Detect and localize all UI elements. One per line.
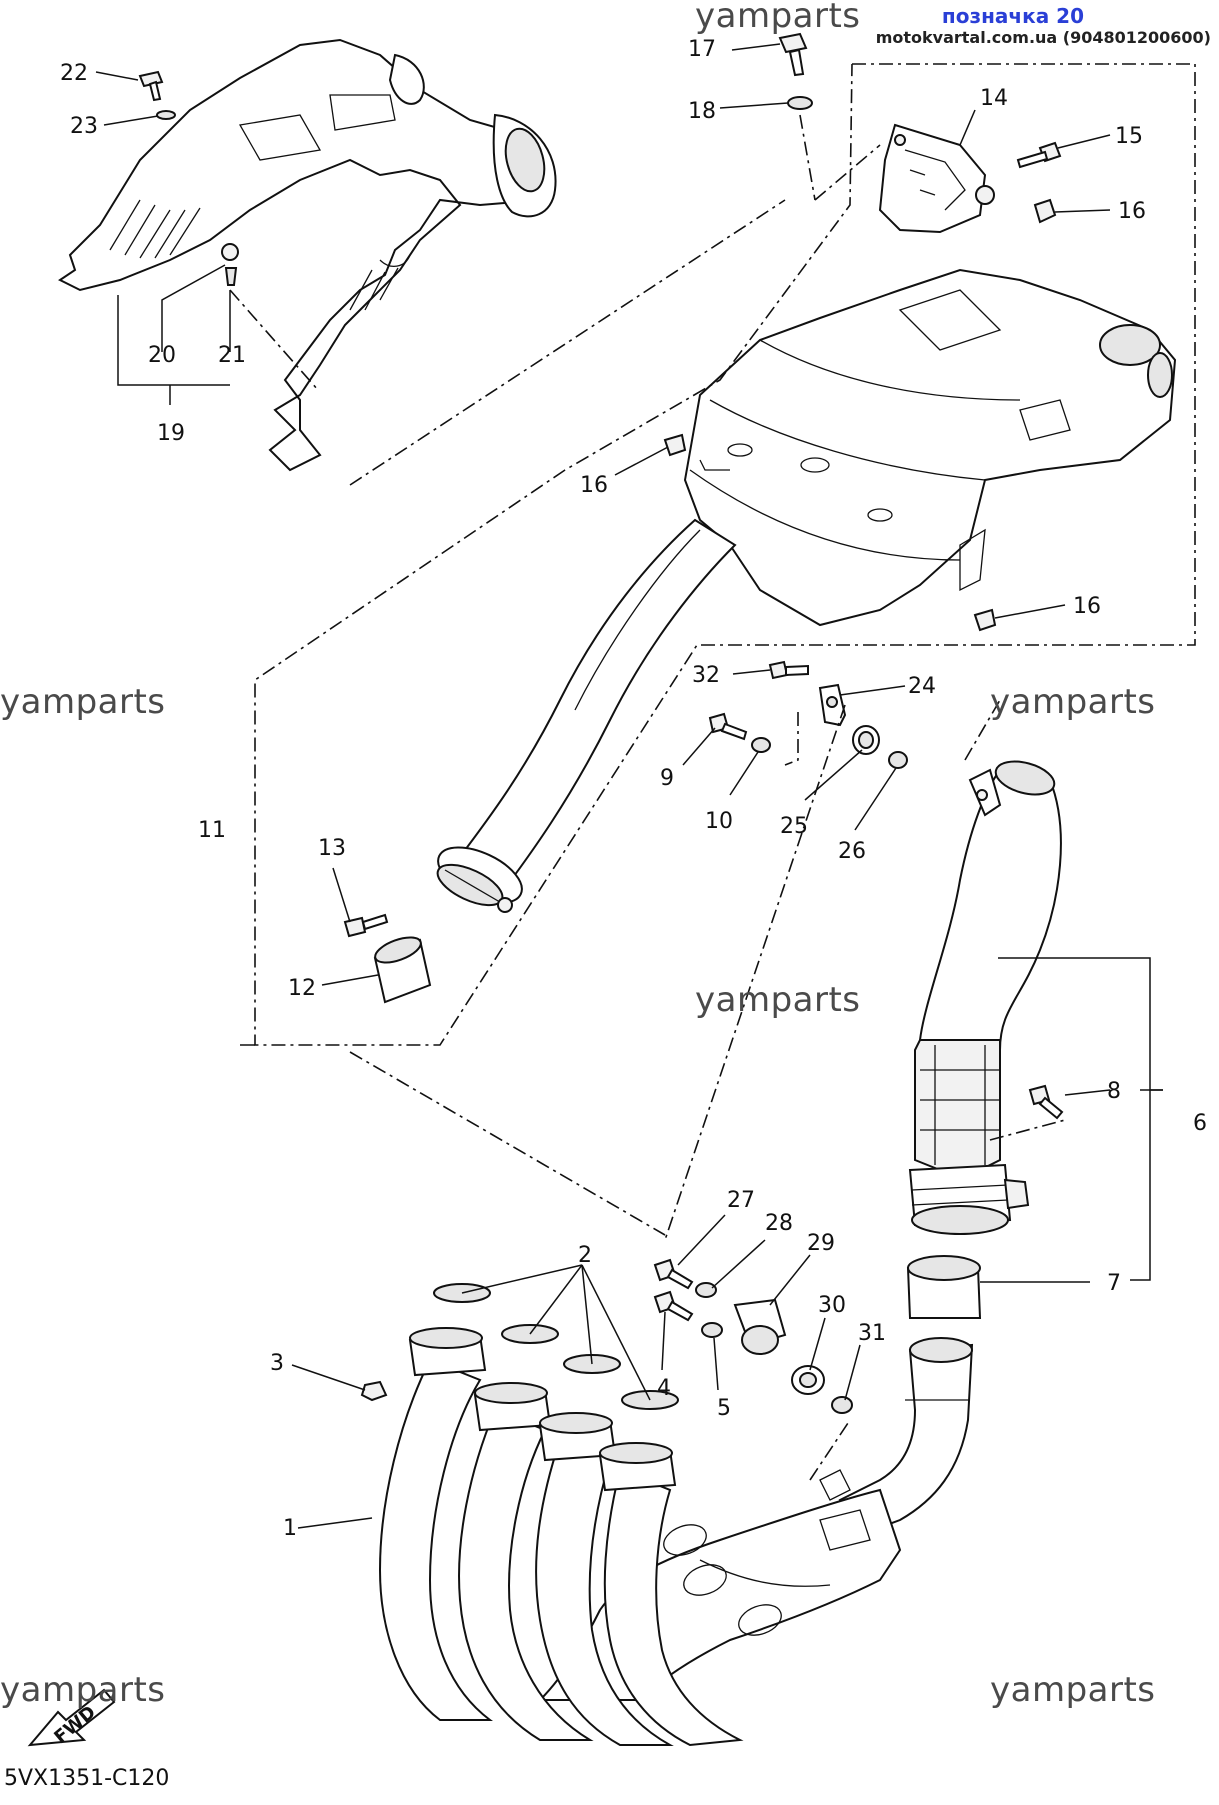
callout-8: 8 bbox=[1107, 1079, 1121, 1104]
callout-4: 4 bbox=[657, 1376, 671, 1401]
callout-5: 5 bbox=[717, 1396, 731, 1421]
callout-9: 9 bbox=[660, 766, 674, 791]
diagram-code: 5VX1351-C120 bbox=[4, 1766, 170, 1791]
callout-6: 6 bbox=[1193, 1111, 1207, 1136]
callout-3: 3 bbox=[270, 1351, 284, 1376]
callout-19: 19 bbox=[157, 421, 185, 446]
leader-lines bbox=[95, 43, 1163, 1529]
callout-16-bot: 16 bbox=[1073, 594, 1101, 619]
watermark-center: yamparts bbox=[695, 980, 861, 1020]
nut-3 bbox=[360, 1380, 388, 1402]
muffler-11 bbox=[436, 268, 1177, 913]
watermark-bottom-left: yamparts bbox=[0, 1670, 166, 1710]
callout-15: 15 bbox=[1115, 124, 1143, 149]
washer-18 bbox=[787, 96, 813, 110]
callout-22: 22 bbox=[60, 61, 88, 86]
exhaust-pipe-6 bbox=[908, 760, 1062, 1235]
collar-31 bbox=[831, 1396, 853, 1414]
callout-29: 29 bbox=[807, 1231, 835, 1256]
callout-12: 12 bbox=[288, 976, 316, 1001]
callout-18: 18 bbox=[688, 99, 716, 124]
bolt-15 bbox=[1016, 141, 1062, 169]
watermark-right: yamparts bbox=[990, 682, 1156, 722]
washer-5 bbox=[701, 1322, 723, 1338]
header-badge: позначка 20 bbox=[941, 4, 1084, 28]
bolt-13 bbox=[343, 913, 389, 938]
callout-27: 27 bbox=[727, 1188, 755, 1213]
bolt-9 bbox=[708, 712, 748, 741]
bracket-24 bbox=[818, 683, 847, 727]
reference-lines bbox=[229, 63, 1196, 1481]
bolt-4 bbox=[653, 1290, 694, 1322]
callout-30: 30 bbox=[818, 1293, 846, 1318]
exhaust-header-1 bbox=[378, 1327, 974, 1747]
callout-1: 1 bbox=[283, 1516, 297, 1541]
callout-20: 20 bbox=[148, 343, 176, 368]
screw-22 bbox=[138, 70, 164, 102]
callout-13: 13 bbox=[318, 836, 346, 861]
callouts: 22 23 20 21 19 17 18 14 15 16 16 16 32 2… bbox=[60, 37, 1207, 1541]
heat-shield-19 bbox=[58, 38, 557, 472]
bolt-17 bbox=[778, 32, 808, 77]
callout-14: 14 bbox=[980, 86, 1008, 111]
grommet-16-bot bbox=[973, 608, 997, 632]
callout-11: 11 bbox=[198, 818, 226, 843]
callout-21: 21 bbox=[218, 343, 246, 368]
callout-26: 26 bbox=[838, 839, 866, 864]
callout-31: 31 bbox=[858, 1321, 886, 1346]
watermark-bottom-right: yamparts bbox=[990, 1670, 1156, 1710]
callout-16-mid: 16 bbox=[580, 473, 608, 498]
callout-24: 24 bbox=[908, 674, 936, 699]
collar-26 bbox=[888, 751, 908, 769]
watermark-top: yamparts bbox=[695, 0, 861, 36]
bracket-14 bbox=[878, 123, 995, 234]
bolt-8 bbox=[1028, 1084, 1064, 1120]
callout-7: 7 bbox=[1107, 1271, 1121, 1296]
grommet-16-mid bbox=[663, 433, 687, 457]
washer-10 bbox=[751, 737, 771, 753]
watermark-left: yamparts bbox=[0, 682, 166, 722]
bolt-27 bbox=[653, 1258, 694, 1290]
washer-23 bbox=[156, 110, 176, 120]
callout-25: 25 bbox=[780, 814, 808, 839]
header-site: motokvartal.com.ua (904801200600) bbox=[875, 28, 1211, 47]
callout-32: 32 bbox=[692, 663, 720, 688]
bolt-32 bbox=[768, 660, 809, 680]
callout-23: 23 bbox=[70, 114, 98, 139]
callout-10: 10 bbox=[705, 809, 733, 834]
callout-16-top: 16 bbox=[1118, 199, 1146, 224]
gasket-12 bbox=[373, 936, 432, 1004]
washer-28 bbox=[695, 1282, 717, 1298]
bracket-29 bbox=[733, 1298, 787, 1355]
callout-2: 2 bbox=[578, 1243, 592, 1268]
callout-28: 28 bbox=[765, 1211, 793, 1236]
grommet-16-top bbox=[1033, 198, 1057, 224]
gasket-7 bbox=[906, 1255, 982, 1319]
callout-17: 17 bbox=[688, 37, 716, 62]
